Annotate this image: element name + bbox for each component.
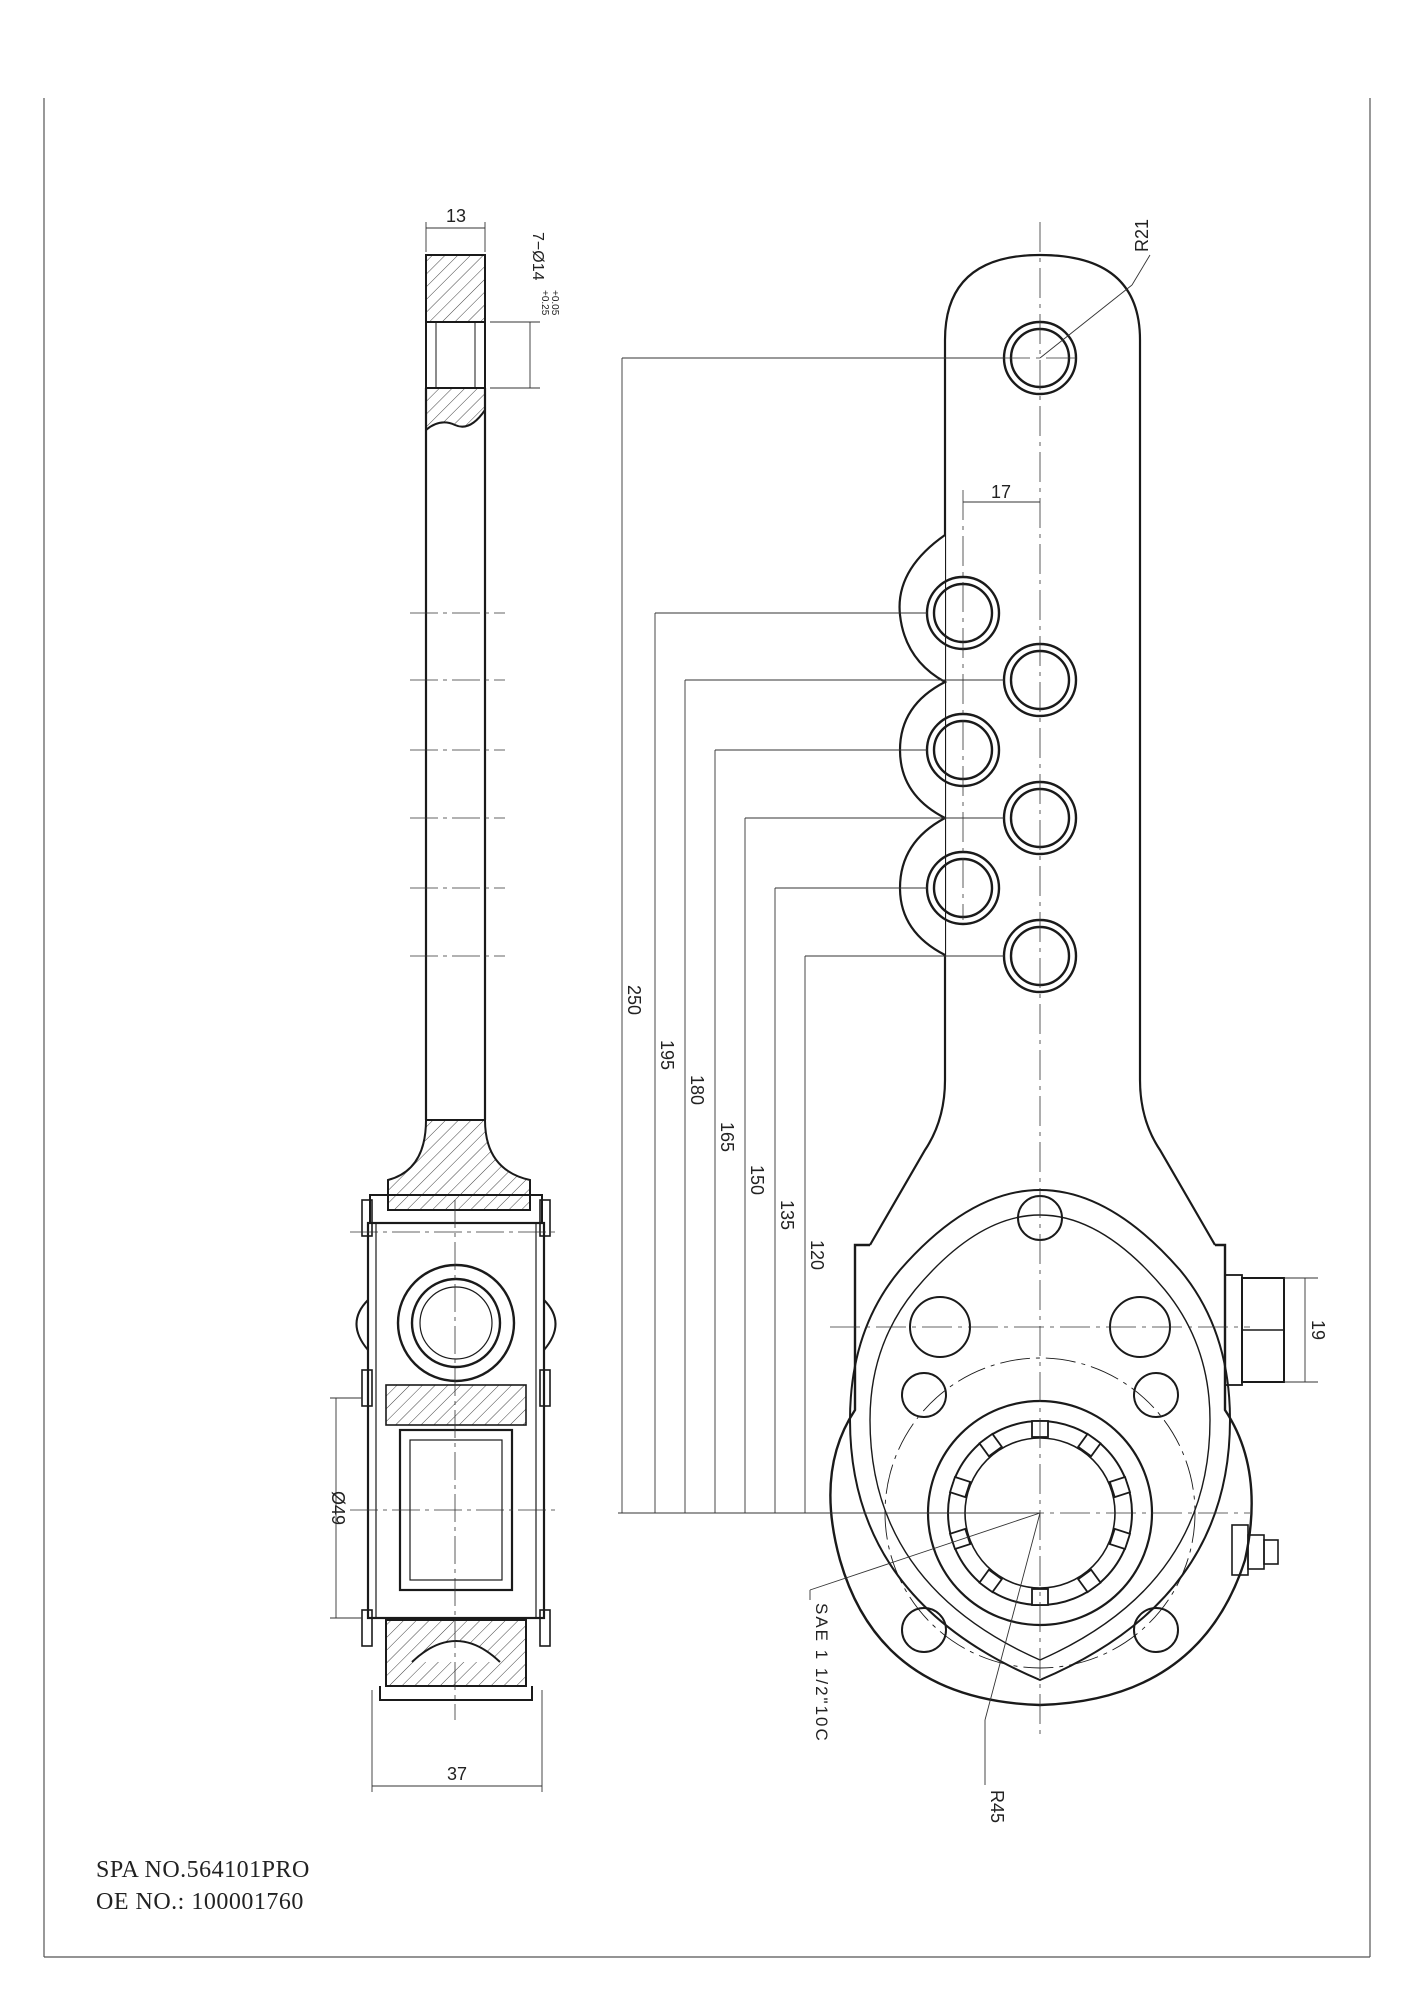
- spa-number: SPA NO.564101PRO: [96, 1857, 310, 1883]
- dim-len-165: 165: [717, 1122, 737, 1152]
- side-dimensions: [330, 222, 543, 1792]
- dimension-labels: 13 7−Ø14 +0.25 +0.05 17 R21 Ø49 37 19 25…: [328, 206, 1328, 1823]
- dim-width-bottom: 37: [447, 1764, 467, 1784]
- dim-len-250: 250: [624, 985, 644, 1015]
- side-hole-section: [425, 321, 486, 389]
- dim-len-120: 120: [807, 1240, 827, 1270]
- side-top-section: [425, 254, 486, 323]
- dim-spline: SAE 1 1/2"10C: [812, 1603, 831, 1743]
- dim-len-180: 180: [687, 1075, 707, 1105]
- dim-hole-tol-upper: +0.25: [539, 290, 550, 316]
- arm-holes: [925, 320, 1078, 994]
- dim-bore-dia: Ø49: [328, 1491, 348, 1525]
- dim-len-150: 150: [747, 1165, 767, 1195]
- spline-teeth: [948, 1420, 1132, 1606]
- front-centerlines: [830, 222, 1250, 1740]
- dim-hole-tol-lower: +0.05: [549, 290, 560, 316]
- front-dimensions: [618, 254, 1318, 1785]
- dim-len-135: 135: [777, 1200, 797, 1230]
- dim-hole-spec: 7−Ø14: [529, 232, 546, 281]
- side-view: [350, 254, 560, 1720]
- dim-thickness: 13: [446, 206, 466, 226]
- body-outline: [829, 1243, 1253, 1707]
- dim-nut-size: 19: [1308, 1320, 1328, 1340]
- dim-radius-body: R45: [987, 1790, 1007, 1823]
- oe-number: OE NO.: 100001760: [96, 1889, 304, 1915]
- dim-hole-pitch: 17: [991, 482, 1011, 502]
- dim-len-195: 195: [657, 1040, 677, 1070]
- dim-radius-top: R21: [1132, 219, 1152, 252]
- sheet-border: [43, 98, 1371, 1958]
